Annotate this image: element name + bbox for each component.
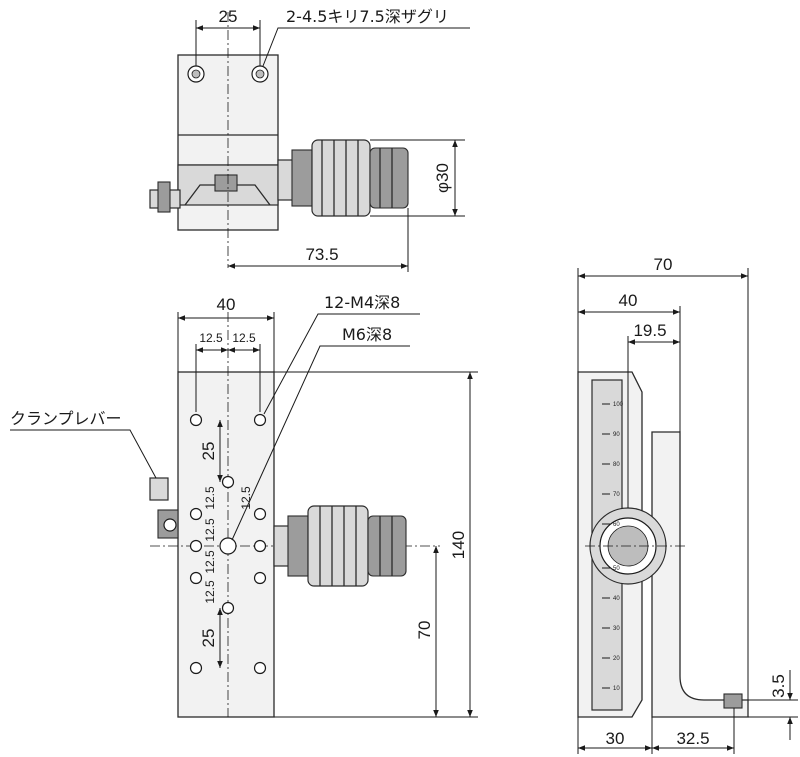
front-tapped-holes bbox=[189, 413, 267, 675]
front-clamp-lever-tab bbox=[149, 477, 169, 501]
scale-label: 20 bbox=[613, 656, 620, 662]
front-center-hole-m6 bbox=[219, 537, 237, 555]
top-knob-thimble bbox=[369, 147, 409, 209]
scale-label: 30 bbox=[613, 626, 620, 632]
scale-label: 60 bbox=[613, 522, 620, 528]
scale-label: 80 bbox=[613, 462, 620, 468]
tapped-hole bbox=[253, 661, 267, 675]
scale-label: 70 bbox=[613, 492, 620, 498]
tapped-hole bbox=[189, 539, 203, 553]
tapped-hole bbox=[221, 601, 235, 615]
front-label-clamp-lever: クランプレバー bbox=[10, 409, 122, 428]
front-knob-collar bbox=[287, 515, 309, 577]
side-dim-total-depth: 70 bbox=[654, 255, 673, 274]
top-mount-hole-left bbox=[187, 65, 205, 83]
top-gib bbox=[214, 174, 238, 192]
front-dim-pitch-left: 12.5 bbox=[199, 331, 223, 345]
side-base-bracket bbox=[651, 431, 749, 718]
scale-label: 100 bbox=[613, 402, 624, 408]
side-dim-depth-19-5: 19.5 bbox=[633, 321, 666, 340]
top-dim-knob-reach: 73.5 bbox=[305, 245, 338, 264]
top-clamp-grip bbox=[157, 181, 171, 213]
scale-label: 10 bbox=[613, 686, 620, 692]
front-dim-vert-pitch: 12.5 bbox=[203, 550, 217, 574]
tapped-hole bbox=[253, 539, 267, 553]
tapped-hole bbox=[189, 661, 203, 675]
front-dim-vert-pitch: 12.5 bbox=[239, 486, 253, 510]
front-knob-barrel bbox=[307, 505, 369, 587]
scale-label: 90 bbox=[613, 432, 620, 438]
top-mount-hole-right bbox=[251, 65, 269, 83]
front-knob-thimble bbox=[367, 515, 407, 577]
top-dim-knob-diameter: φ30 bbox=[433, 163, 452, 193]
front-note-center-hole: M6深8 bbox=[342, 325, 392, 344]
front-dim-vert-pitch: 12.5 bbox=[203, 518, 217, 542]
scale-label: 40 bbox=[613, 596, 620, 602]
scale-label: 50 bbox=[613, 566, 620, 572]
tapped-hole bbox=[221, 475, 235, 489]
front-clamp-screw bbox=[163, 518, 177, 532]
front-dim-vert-pitch: 12.5 bbox=[203, 486, 217, 510]
front-dim-center-height: 70 bbox=[415, 621, 434, 640]
side-dim-depth-40: 40 bbox=[619, 291, 638, 310]
front-dim-upper-25: 25 bbox=[199, 442, 218, 461]
tapped-hole bbox=[189, 413, 203, 427]
top-view: 25 2-4.5キリ7.5深ザグリ φ30 73.5 bbox=[149, 7, 470, 272]
side-dim-base-32-5: 32.5 bbox=[676, 729, 709, 748]
tapped-hole bbox=[189, 507, 203, 521]
side-base-screw bbox=[723, 693, 743, 709]
front-dim-width: 40 bbox=[217, 295, 236, 314]
front-dim-pitch-right: 12.5 bbox=[232, 331, 256, 345]
front-view: 40 12.5 12.5 12-M4深8 M6深8 クランプレバー 25 25 … bbox=[10, 293, 478, 718]
side-dim-base-thickness: 3.5 bbox=[769, 674, 788, 698]
side-view: 100 90 80 70 60 50 40 30 20 10 70 40 19.… bbox=[577, 255, 798, 754]
side-scale-labels: 100 90 80 70 60 50 40 30 20 10 bbox=[613, 402, 624, 692]
top-dim-hole-pitch: 25 bbox=[219, 7, 238, 26]
side-dim-base-30: 30 bbox=[606, 729, 625, 748]
top-knob-barrel bbox=[311, 139, 371, 217]
side-scale-ticks bbox=[602, 403, 610, 689]
front-dim-vert-pitch: 12.5 bbox=[203, 580, 217, 604]
tapped-hole bbox=[189, 571, 203, 585]
top-knob-collar bbox=[291, 149, 313, 207]
front-dim-height: 140 bbox=[449, 531, 468, 559]
front-dim-lower-25: 25 bbox=[199, 629, 218, 648]
tapped-hole bbox=[253, 507, 267, 521]
front-note-tapped-holes: 12-M4深8 bbox=[324, 293, 400, 312]
top-note-mount-holes: 2-4.5キリ7.5深ザグリ bbox=[286, 7, 449, 26]
tapped-hole bbox=[253, 413, 267, 427]
tapped-hole bbox=[253, 571, 267, 585]
